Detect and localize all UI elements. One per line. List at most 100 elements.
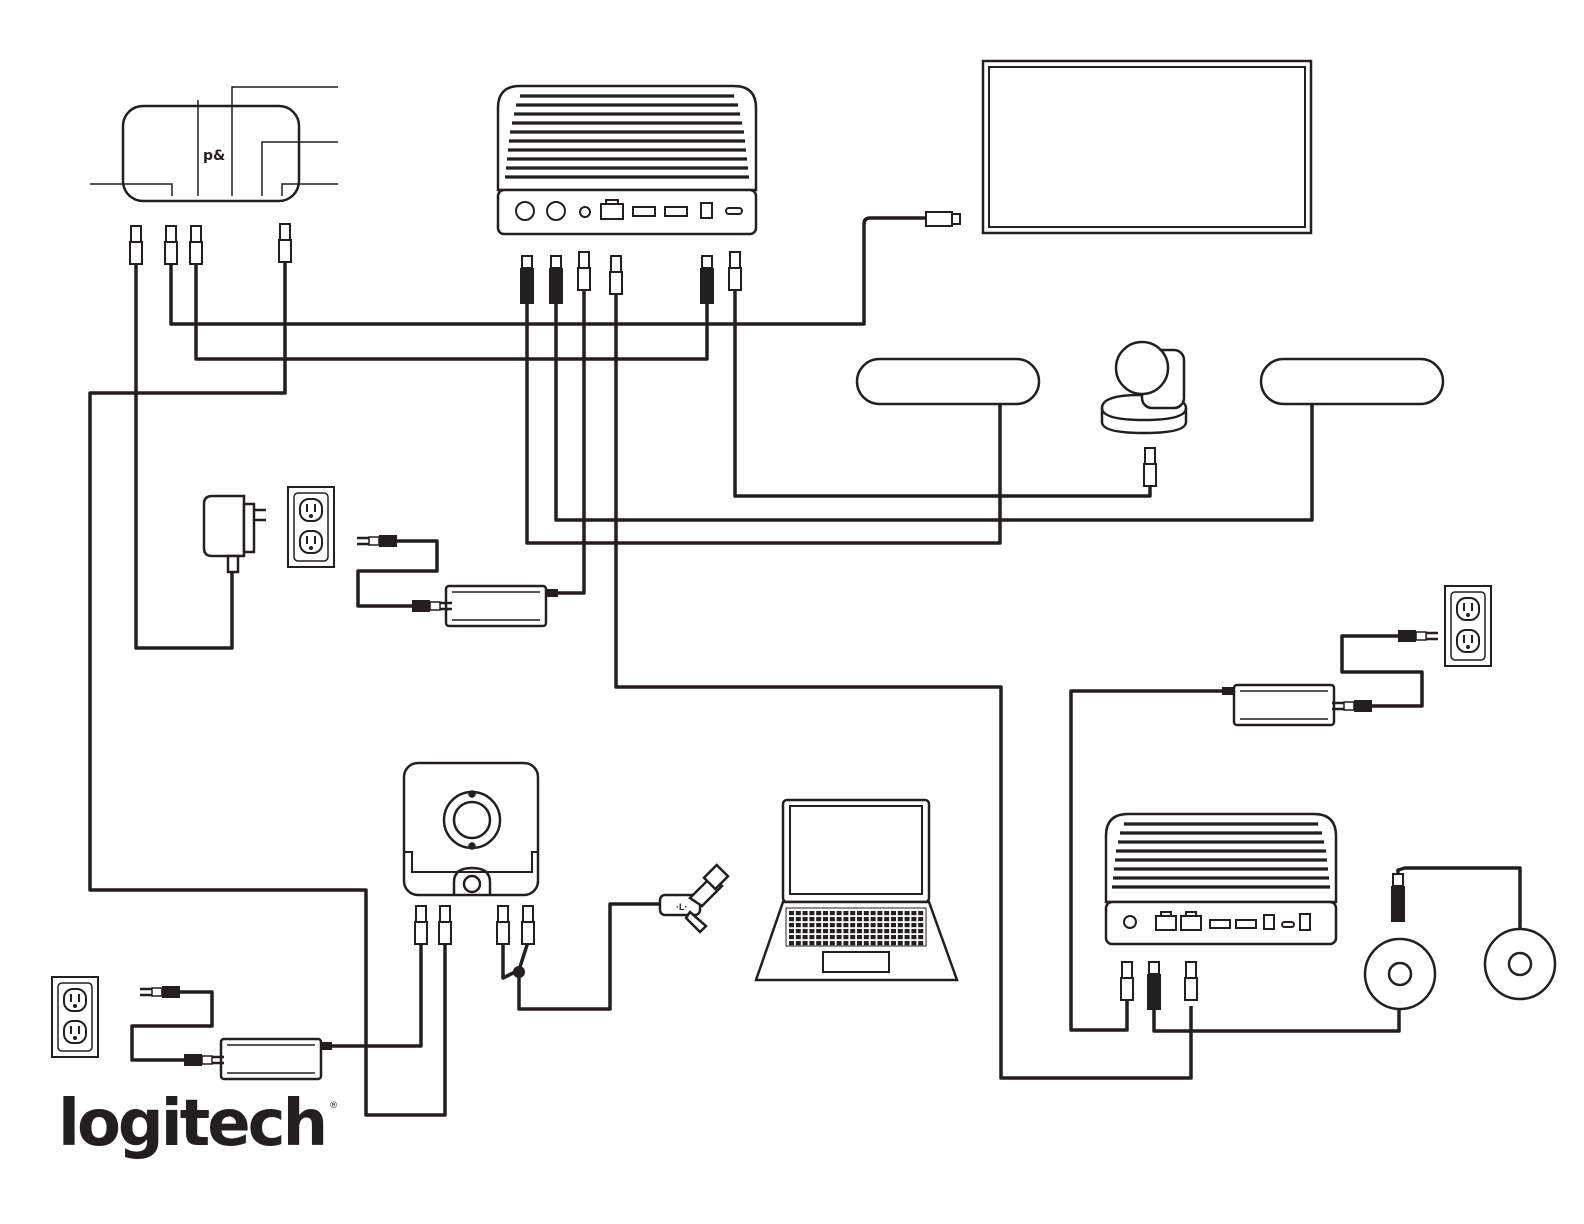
keyboard-key — [871, 923, 876, 927]
keyboard-key — [789, 935, 794, 939]
keyboard-key — [816, 929, 821, 933]
keyboard-key — [857, 941, 862, 945]
keyboard-key — [898, 911, 903, 915]
room-hub-main-connectors — [520, 252, 741, 304]
keyboard-key — [877, 941, 882, 945]
keyboard-key — [884, 941, 889, 945]
keyboard-key — [809, 923, 814, 927]
usb-multi-adapter: ·L· — [660, 865, 728, 932]
keyboard-key — [905, 935, 910, 939]
speaker-left — [857, 359, 1039, 404]
keyboard-key — [898, 923, 903, 927]
keyboard-key — [918, 929, 923, 933]
keyboard-key — [905, 941, 910, 945]
keyboard-key — [809, 941, 814, 945]
keyboard-key — [850, 941, 855, 945]
room-hub-secondary — [1106, 814, 1336, 944]
keyboard-key — [857, 923, 862, 927]
keyboard-key — [871, 935, 876, 939]
keyboard-key — [843, 935, 848, 939]
keyboard-key — [918, 935, 923, 939]
keyboard-key — [905, 917, 910, 921]
keyboard-key — [891, 941, 896, 945]
keyboard-key — [905, 911, 910, 915]
keyboard-key — [891, 923, 896, 927]
keyboard-key — [918, 941, 923, 945]
speaker-right — [1261, 359, 1443, 404]
keyboard-key — [911, 929, 916, 933]
keyboard-key — [823, 935, 828, 939]
display-hub-connectors — [130, 224, 291, 264]
keyboard-key — [796, 941, 801, 945]
keyboard-key — [857, 917, 862, 921]
keyboard-key — [877, 923, 882, 927]
keyboard-key — [850, 911, 855, 915]
mic-pod-1 — [1365, 939, 1435, 1009]
keyboard-key — [789, 929, 794, 933]
keyboard-key — [816, 917, 821, 921]
keyboard-key — [816, 911, 821, 915]
keyboard-key — [884, 923, 889, 927]
keyboard-key — [891, 911, 896, 915]
keyboard-key — [898, 929, 903, 933]
laptop — [756, 800, 957, 980]
keyboard-key — [905, 929, 910, 933]
power-brick-bottom-left — [221, 1039, 321, 1079]
keyboard-key — [823, 917, 828, 921]
keyboard-key — [796, 911, 801, 915]
keyboard-key — [843, 929, 848, 933]
keyboard-key — [816, 941, 821, 945]
keyboard-key — [830, 911, 835, 915]
svg-text:·L·: ·L· — [676, 902, 688, 912]
keyboard-key — [796, 923, 801, 927]
keyboard-key — [796, 935, 801, 939]
keyboard-key — [837, 935, 842, 939]
keyboard-key — [796, 929, 801, 933]
keyboard-key — [891, 917, 896, 921]
keyboard-key — [803, 917, 808, 921]
keyboard-key — [830, 941, 835, 945]
keyboard-key — [918, 911, 923, 915]
keyboard-key — [803, 941, 808, 945]
keyboard-key — [837, 929, 842, 933]
keyboard-key — [843, 941, 848, 945]
keyboard-key — [803, 935, 808, 939]
share-box — [404, 763, 538, 895]
power-adapter — [204, 496, 266, 572]
keyboard-key — [823, 929, 828, 933]
wall-outlet-top — [288, 487, 334, 567]
keyboard-key — [864, 911, 869, 915]
keyboard-key — [809, 911, 814, 915]
keyboard-key — [850, 917, 855, 921]
keyboard-key — [830, 917, 835, 921]
keyboard-key — [898, 941, 903, 945]
keyboard-key — [809, 935, 814, 939]
keyboard-key — [857, 929, 862, 933]
keyboard-key — [884, 929, 889, 933]
keyboard-key — [918, 917, 923, 921]
keyboard-key — [789, 923, 794, 927]
keyboard-key — [809, 929, 814, 933]
keyboard-key — [830, 929, 835, 933]
keyboard-key — [816, 923, 821, 927]
keyboard-key — [898, 917, 903, 921]
logitech-logo: logitech® — [58, 1092, 334, 1156]
keyboard-key — [911, 935, 916, 939]
keyboard-key — [789, 917, 794, 921]
hdmi-plug-display — [926, 212, 960, 226]
power-brick-top — [446, 586, 546, 626]
keyboard-key — [837, 941, 842, 945]
room-hub-main — [498, 86, 756, 234]
keyboard-key — [871, 941, 876, 945]
keyboard-key — [911, 941, 916, 945]
tv-display — [983, 61, 1311, 233]
keyboard-key — [871, 929, 876, 933]
keyboard-key — [864, 929, 869, 933]
keyboard-key — [843, 923, 848, 927]
keyboard-key — [789, 911, 794, 915]
keyboard-key — [816, 935, 821, 939]
keyboard-key — [918, 923, 923, 927]
wall-outlet-bottom-left — [52, 977, 98, 1057]
keyboard-key — [830, 935, 835, 939]
